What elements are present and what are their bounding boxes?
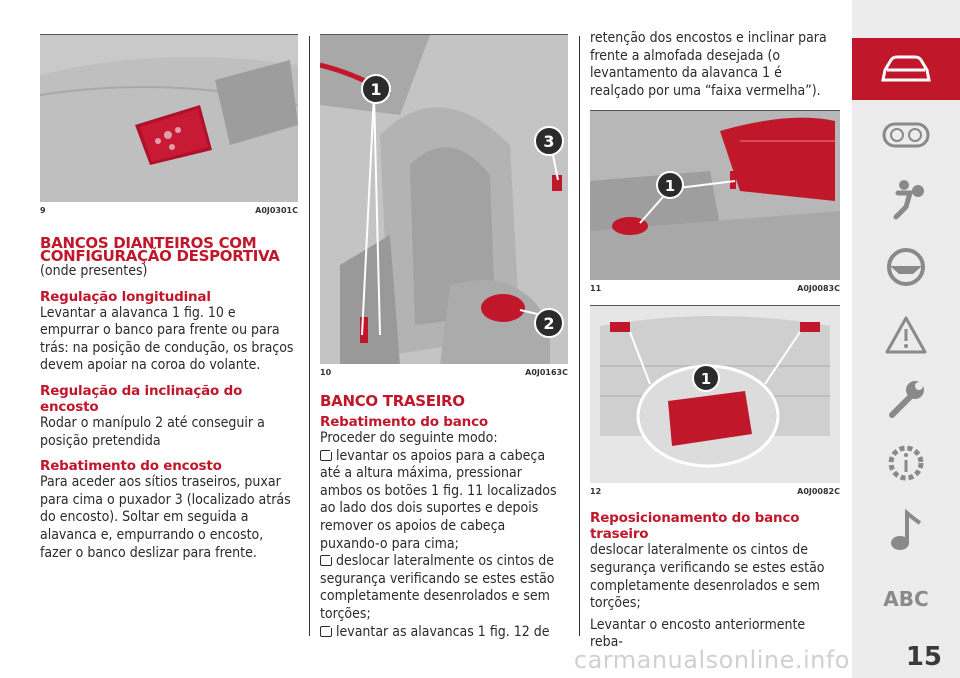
sidebar-item-dashboard[interactable] [852, 104, 960, 166]
car-icon [881, 55, 931, 82]
steering-wheel-icon [887, 248, 925, 286]
sidebar-item-maintenance[interactable] [852, 368, 960, 430]
callout-2: 2 [543, 314, 554, 333]
figure-code: A0J0163C [525, 368, 568, 377]
section-heading: BANCOS DIANTEIROS COM [40, 234, 257, 252]
figure-10: 1 2 3 [320, 34, 568, 364]
figure-10-caption: 10 A0J0163C [320, 364, 568, 377]
gear-info-icon [888, 445, 924, 481]
figure-9 [40, 34, 298, 202]
airbag-person-icon [893, 180, 924, 220]
sidebar-item-technical-data[interactable] [852, 432, 960, 494]
wrench-icon [889, 381, 924, 418]
bullet-item: deslocar lateralmente os cintos de segur… [320, 553, 555, 622]
callout-1: 1 [701, 370, 711, 388]
sidebar-item-multimedia[interactable] [852, 500, 960, 562]
sidebar-item-safety[interactable] [852, 168, 960, 230]
column-middle: 1 2 3 10 A0J0163C BANCO TRASEIRO Rebatim… [320, 34, 568, 641]
sidebar-item-driving[interactable] [852, 236, 960, 298]
rear-seat-lever-illustration: 1 [590, 306, 840, 484]
figure-code: A0J0082C [797, 487, 840, 497]
figure-number: 12 [590, 487, 602, 497]
paragraph-reposition-1: deslocar lateralmente os cintos de segur… [590, 542, 825, 612]
section-heading-rear-seat: BANCO TRASEIRO [320, 392, 465, 410]
bullet-item: levantar os apoios para a cabeça até a a… [320, 447, 557, 552]
paragraph-intro: Proceder do seguinte modo: [320, 430, 498, 446]
watermark: carmanualsonline.info [573, 646, 850, 674]
column-right: retenção dos encostos e inclinar para fr… [590, 30, 840, 652]
callout-1: 1 [665, 177, 675, 195]
subheading-reposition: Reposicionamento do banco traseiro [590, 510, 800, 543]
subheading-fold: Rebatimento do encosto [40, 458, 222, 475]
subheading-longitudinal: Regulação longitudinal [40, 288, 211, 305]
callout-3: 3 [543, 132, 554, 151]
subheading-fold-seat: Rebatimento do banco [320, 414, 488, 430]
warning-triangle-icon [885, 316, 927, 354]
figure-12: 1 [590, 305, 840, 484]
seat-control-illustration [40, 35, 298, 202]
music-note-icon [891, 509, 922, 550]
sidebar-item-car[interactable] [852, 38, 960, 100]
paragraph-inclination: Rodar o manípulo 2 até conseguir a posiç… [40, 414, 265, 449]
subheading-inclination: Regulação da inclinação do encosto [40, 382, 243, 415]
figure-number: 9 [40, 206, 46, 215]
sidebar-item-emergency[interactable] [852, 304, 960, 366]
figure-code: A0J0083C [797, 284, 840, 294]
column-divider-1 [309, 36, 310, 636]
heading-note: (onde presentes) [40, 263, 148, 279]
figure-number: 11 [590, 284, 602, 294]
checkbox-bullet-icon [320, 553, 334, 567]
paragraph-reposition-2: Levantar o encosto anteriormente reba- [590, 616, 806, 651]
paragraph-longitudinal: Levantar a alavanca 1 fig. 10 e empurrar… [40, 304, 294, 374]
checkbox-bullet-icon [320, 447, 334, 461]
figure-11: 1 [590, 110, 840, 281]
paragraph-fold: Para aceder aos sítios traseiros, puxar … [40, 474, 291, 561]
figure-number: 10 [320, 368, 332, 377]
bullet-item: levantar as alavancas 1 fig. 12 de [320, 623, 568, 642]
figure-11-caption: 11 A0J0083C [590, 280, 840, 293]
column-left: 9 A0J0301C BANCOS DIANTEIROS COM CONFIGU… [40, 34, 298, 562]
column-divider-2 [579, 36, 580, 636]
section-sidebar: ABC 15 [852, 0, 960, 678]
callout-1: 1 [370, 80, 381, 99]
figure-12-caption: 12 A0J0082C [590, 483, 840, 496]
paragraph-continued: retenção dos encostos e inclinar para fr… [590, 30, 827, 99]
front-seat-illustration: 1 2 3 [320, 35, 568, 364]
figure-9-caption: 9 A0J0301C [40, 202, 298, 215]
dashboard-icon [882, 122, 930, 148]
headrest-illustration: 1 [590, 111, 840, 281]
index-label: ABC [883, 587, 929, 611]
section-heading-line2: CONFIGURAÇÃO DESPORTIVA [40, 247, 280, 265]
figure-code: A0J0301C [255, 206, 298, 215]
page-number: 15 [905, 642, 942, 672]
sidebar-item-index[interactable]: ABC [852, 568, 960, 630]
checkbox-bullet-icon [320, 623, 334, 637]
